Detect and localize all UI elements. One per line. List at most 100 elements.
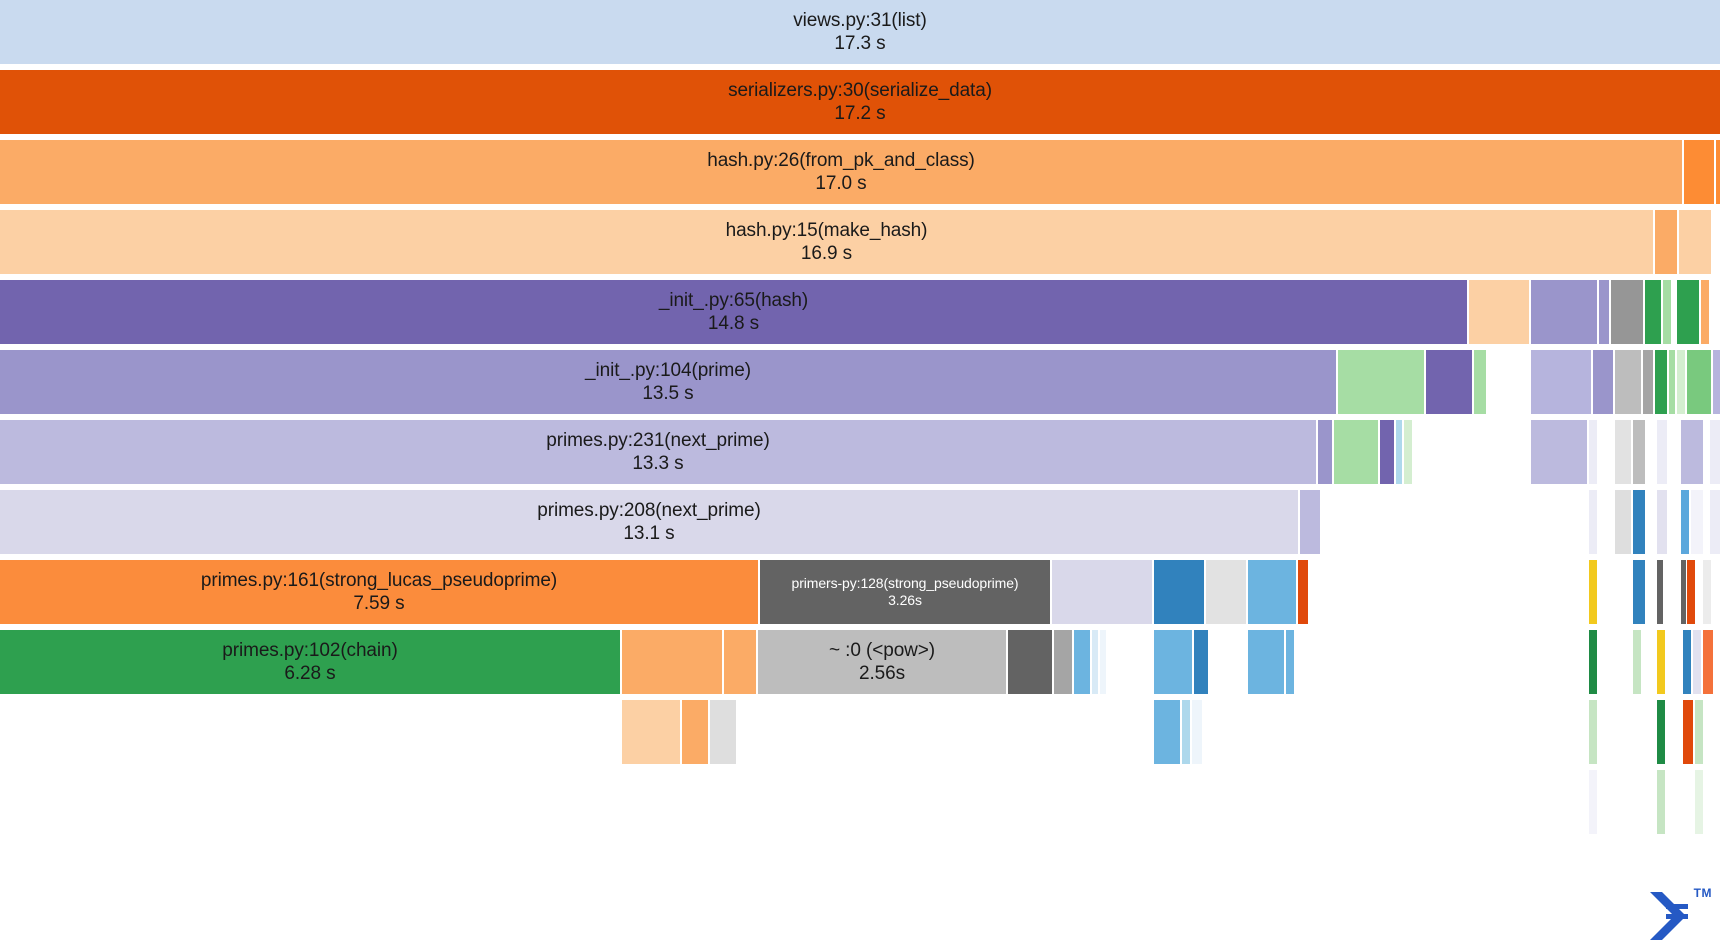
flame-frame[interactable] [1691,490,1703,554]
flame-frame[interactable] [1334,420,1378,484]
flame-frame-label: hash.py:26(from_pk_and_class) [707,149,975,171]
flame-frame[interactable] [1684,140,1714,204]
flame-frame[interactable] [1154,560,1204,624]
flame-frame[interactable] [1589,630,1597,694]
flame-frame[interactable] [1645,280,1661,344]
flame-frame[interactable] [1687,350,1711,414]
flame-frame[interactable] [1633,630,1641,694]
flame-frame[interactable] [1657,630,1665,694]
flame-frame[interactable] [1657,770,1665,834]
flame-frame[interactable] [1092,630,1098,694]
flame-frame[interactable] [1589,700,1597,764]
flame-frame[interactable] [1206,560,1246,624]
flame-frame[interactable] [1589,770,1597,834]
flame-frame[interactable] [1100,630,1106,694]
flame-frame[interactable] [1380,420,1394,484]
flame-frame[interactable] [1074,630,1090,694]
flame-frame-duration: 7.59 s [353,593,405,614]
flame-frame[interactable] [1663,280,1671,344]
flame-frame[interactable] [622,700,680,764]
flame-frame[interactable] [1683,630,1691,694]
flame-frame[interactable] [1657,420,1667,484]
flame-frame[interactable] [1681,490,1689,554]
flame-frame[interactable] [1054,630,1072,694]
flame-frame[interactable] [1693,630,1701,694]
flame-frame[interactable] [1531,420,1587,484]
flame-frame[interactable] [1669,350,1675,414]
flame-frame[interactable] [1695,770,1703,834]
flame-frame[interactable] [1469,280,1529,344]
flame-frame-0-pow[interactable]: ~ :0 (<pow>)2.56s [758,630,1006,694]
flame-frame[interactable] [1655,350,1667,414]
flame-frame[interactable] [1710,420,1720,484]
flame-frame[interactable] [1713,350,1720,414]
flame-frame[interactable] [1194,630,1208,694]
flame-frame[interactable] [1404,420,1412,484]
flame-frame[interactable] [1599,280,1609,344]
flame-frame-serializers-py-30-serialize-data[interactable]: serializers.py:30(serialize_data)17.2 s [0,70,1720,134]
flame-frame[interactable] [1657,700,1665,764]
flame-frame-primes-py-208-next-prime[interactable]: primes.py:208(next_prime)13.1 s [0,490,1298,554]
flame-frame[interactable] [1683,700,1693,764]
flame-frame[interactable] [1703,560,1711,624]
flame-frame[interactable] [1300,490,1320,554]
flame-frame-init-py-104-prime[interactable]: _init_.py:104(prime)13.5 s [0,350,1336,414]
flame-frame[interactable] [1593,350,1613,414]
flame-frame[interactable] [1657,560,1663,624]
flame-frame[interactable] [1677,280,1699,344]
flame-frame[interactable] [1396,420,1402,484]
flame-frame[interactable] [1338,350,1424,414]
flame-frame-primers-py-128-strong-pseudoprime[interactable]: primers-py:128(strong_pseudoprime)3.26s [760,560,1050,624]
flame-frame[interactable] [1716,140,1720,204]
flame-frame[interactable] [1008,630,1052,694]
flame-frame[interactable] [1681,420,1703,484]
flame-frame[interactable] [1703,630,1713,694]
flame-frame[interactable] [1589,420,1597,484]
flame-frame[interactable] [1633,490,1645,554]
flame-frame[interactable] [1248,560,1296,624]
flame-frame[interactable] [1687,560,1695,624]
flame-frame[interactable] [682,700,708,764]
flame-frame[interactable] [1182,700,1190,764]
flame-frame[interactable] [1615,420,1631,484]
flame-frame[interactable] [1154,700,1180,764]
flame-frame-views-py-31-list[interactable]: views.py:31(list)17.3 s [0,0,1720,64]
flame-frame[interactable] [1589,490,1597,554]
flame-frame[interactable] [1589,560,1597,624]
flame-frame[interactable] [1531,350,1591,414]
flame-frame[interactable] [1681,560,1686,624]
flame-frame[interactable] [1154,630,1192,694]
flame-frame-init-py-65-hash[interactable]: _init_.py:65(hash)14.8 s [0,280,1467,344]
flame-frame[interactable] [710,700,736,764]
flame-frame[interactable] [1298,560,1308,624]
flame-frame-hash-py-15-make-hash[interactable]: hash.py:15(make_hash)16.9 s [0,210,1653,274]
flame-frame[interactable] [1426,350,1472,414]
flame-frame[interactable] [1679,210,1711,274]
flame-frame[interactable] [1633,420,1645,484]
flame-frame[interactable] [1695,700,1703,764]
flame-frame[interactable] [1633,560,1645,624]
flame-frame[interactable] [1643,350,1653,414]
flame-frame-primes-py-102-chain[interactable]: primes.py:102(chain)6.28 s [0,630,620,694]
flame-frame[interactable] [1611,280,1643,344]
flame-frame[interactable] [1615,490,1631,554]
flame-frame[interactable] [1710,490,1720,554]
flame-frame[interactable] [1248,630,1284,694]
flame-frame[interactable] [1052,560,1152,624]
flame-frame[interactable] [724,630,756,694]
flame-frame[interactable] [1474,350,1486,414]
flame-frame-primes-py-231-next-prime[interactable]: primes.py:231(next_prime)13.3 s [0,420,1316,484]
flame-frame-primes-py-161-strong-lucas-pseudoprime[interactable]: primes.py:161(strong_lucas_pseudoprime)7… [0,560,758,624]
flame-frame[interactable] [1677,350,1685,414]
flame-frame[interactable] [1531,280,1597,344]
flame-frame[interactable] [1192,700,1202,764]
flame-frame[interactable] [1655,210,1677,274]
flame-frame[interactable] [1318,420,1332,484]
flame-frame[interactable] [1701,280,1709,344]
flame-frame[interactable] [1615,350,1641,414]
flame-frame[interactable] [1286,630,1294,694]
flame-frame-hash-py-26-from-pk-and-class[interactable]: hash.py:26(from_pk_and_class)17.0 s [0,140,1682,204]
flame-frame[interactable] [1657,490,1667,554]
flame-frame[interactable] [622,630,722,694]
